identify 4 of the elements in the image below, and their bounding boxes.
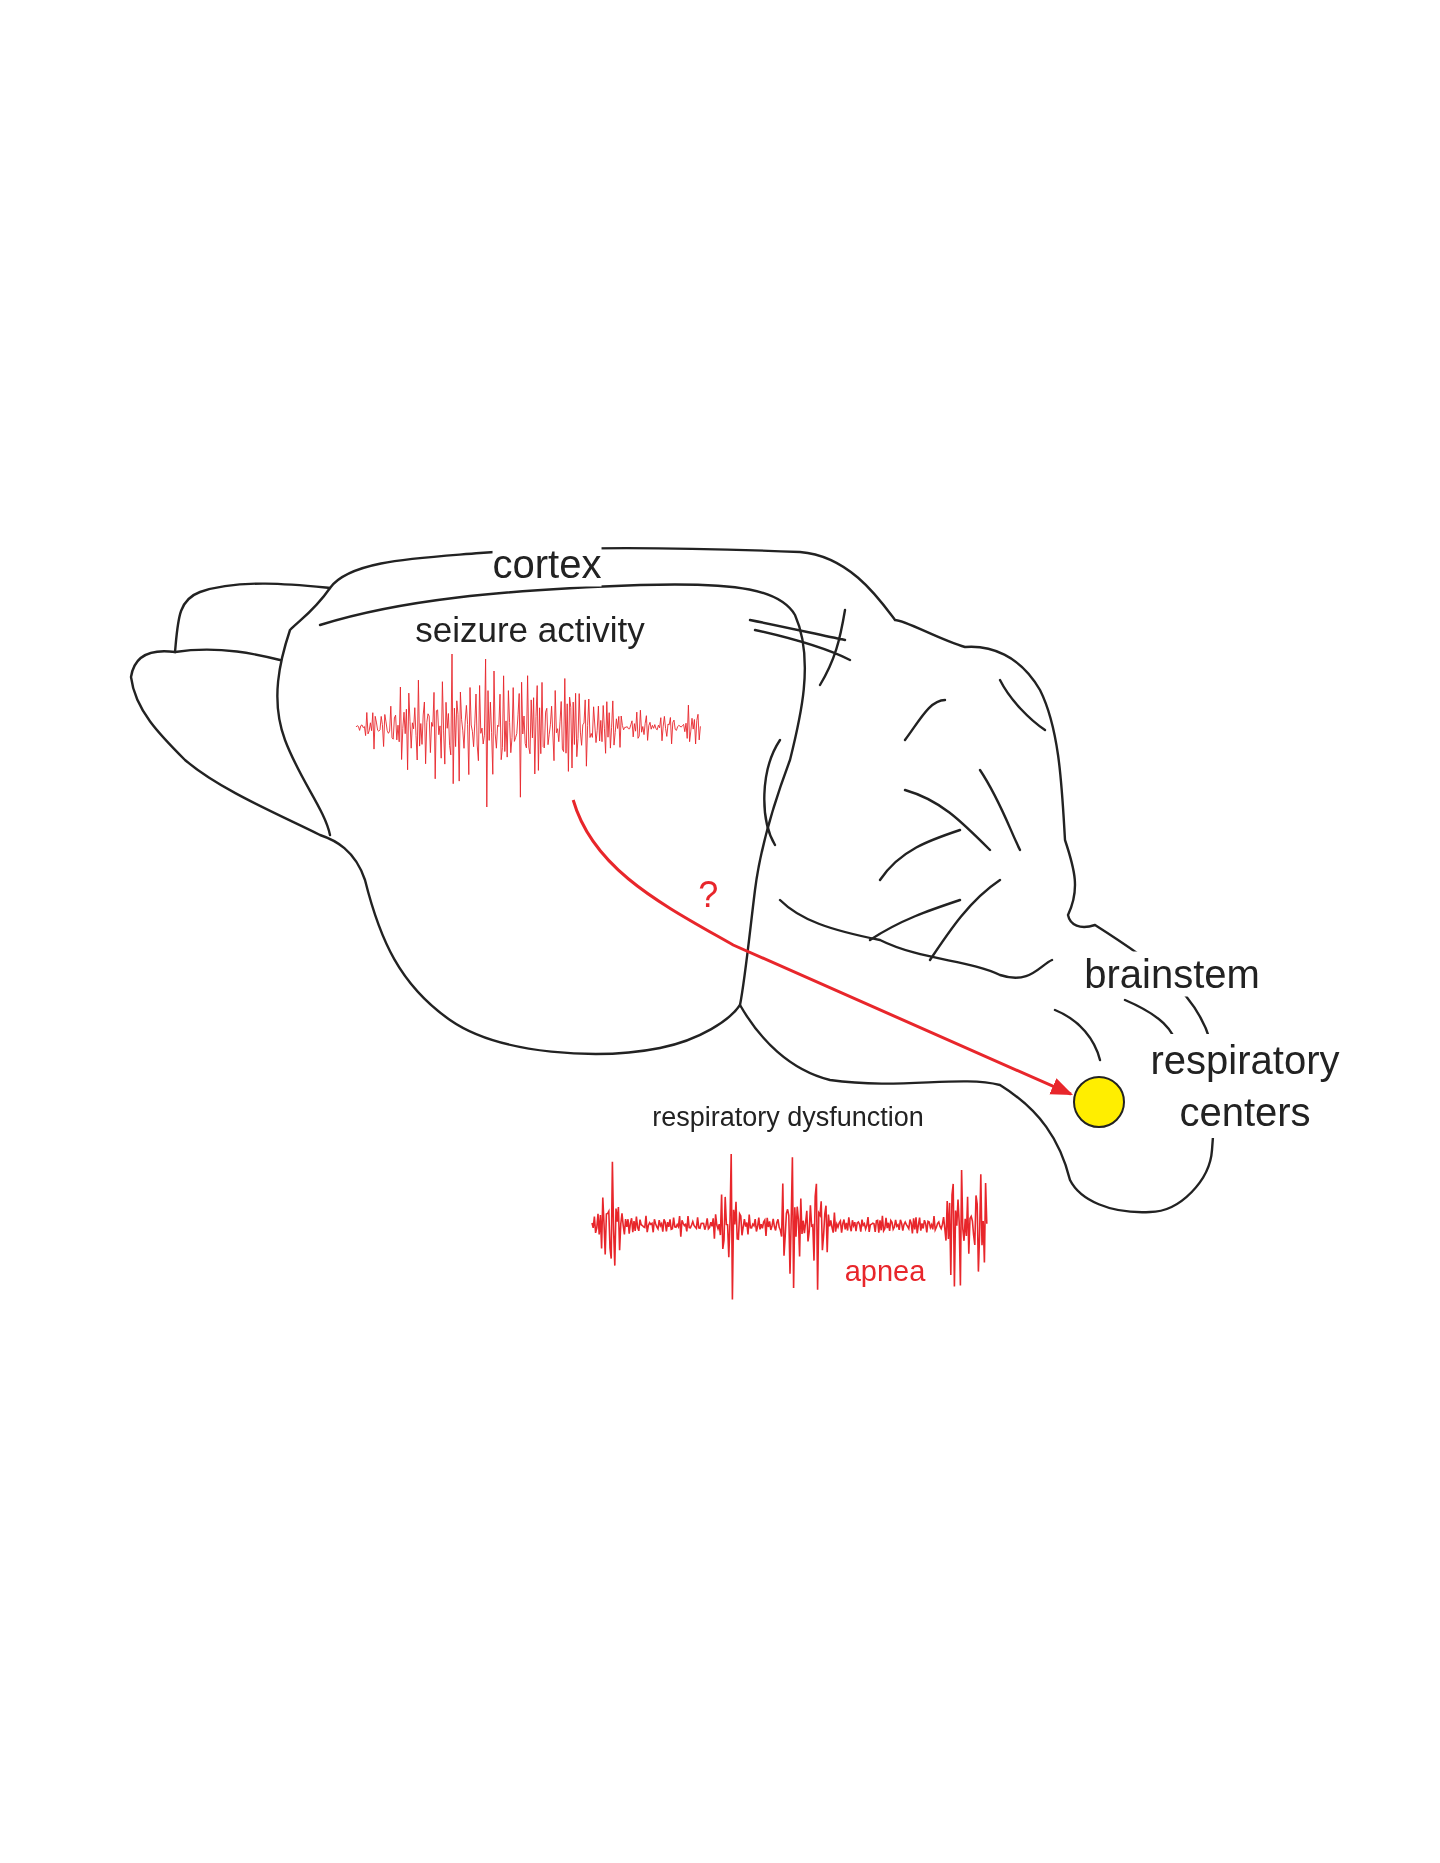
arrow (571, 799, 1073, 1096)
region-label: brainstem (1084, 951, 1260, 997)
nucleus-circle (1073, 1076, 1125, 1128)
region-heading: seizure activity (414, 610, 646, 650)
